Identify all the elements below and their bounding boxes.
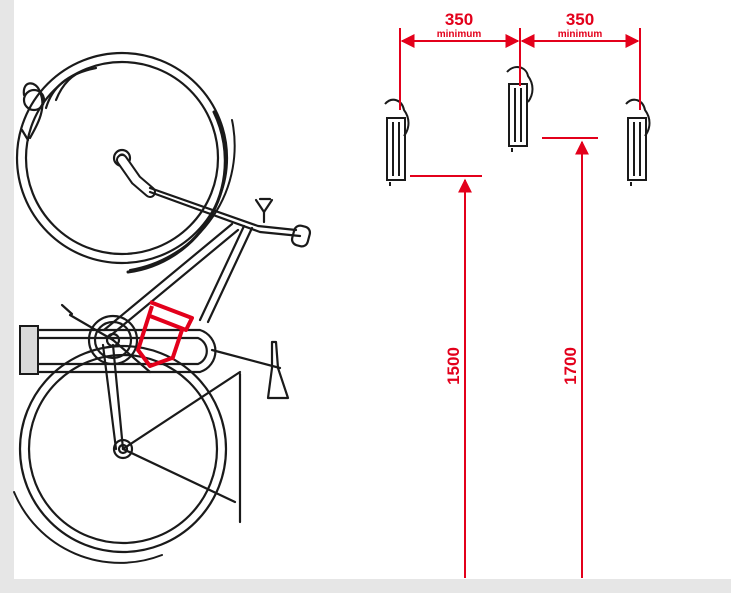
dimension-labels: 350 minimum 350 minimum 1500 1700 (437, 10, 603, 385)
red-lock-clamp (136, 300, 194, 368)
wall-hook (20, 66, 98, 142)
rear-wheel (13, 344, 228, 564)
bike-topview-right (625, 98, 651, 186)
bike-topview-left (384, 98, 410, 186)
spacing-note-2: minimum (558, 29, 603, 40)
spacing-note-1: minimum (437, 29, 482, 40)
spacing-value-2: 350 (566, 10, 594, 29)
ground-rack (19, 325, 217, 375)
wall (0, 0, 14, 593)
dimension-lines (399, 28, 641, 578)
spacing-value-1: 350 (445, 10, 473, 29)
height-value-1700: 1700 (561, 347, 580, 385)
height-value-1500: 1500 (444, 347, 463, 385)
bike-topview-center (506, 66, 534, 152)
bicycle-illustration (13, 51, 312, 564)
floor (0, 579, 731, 593)
